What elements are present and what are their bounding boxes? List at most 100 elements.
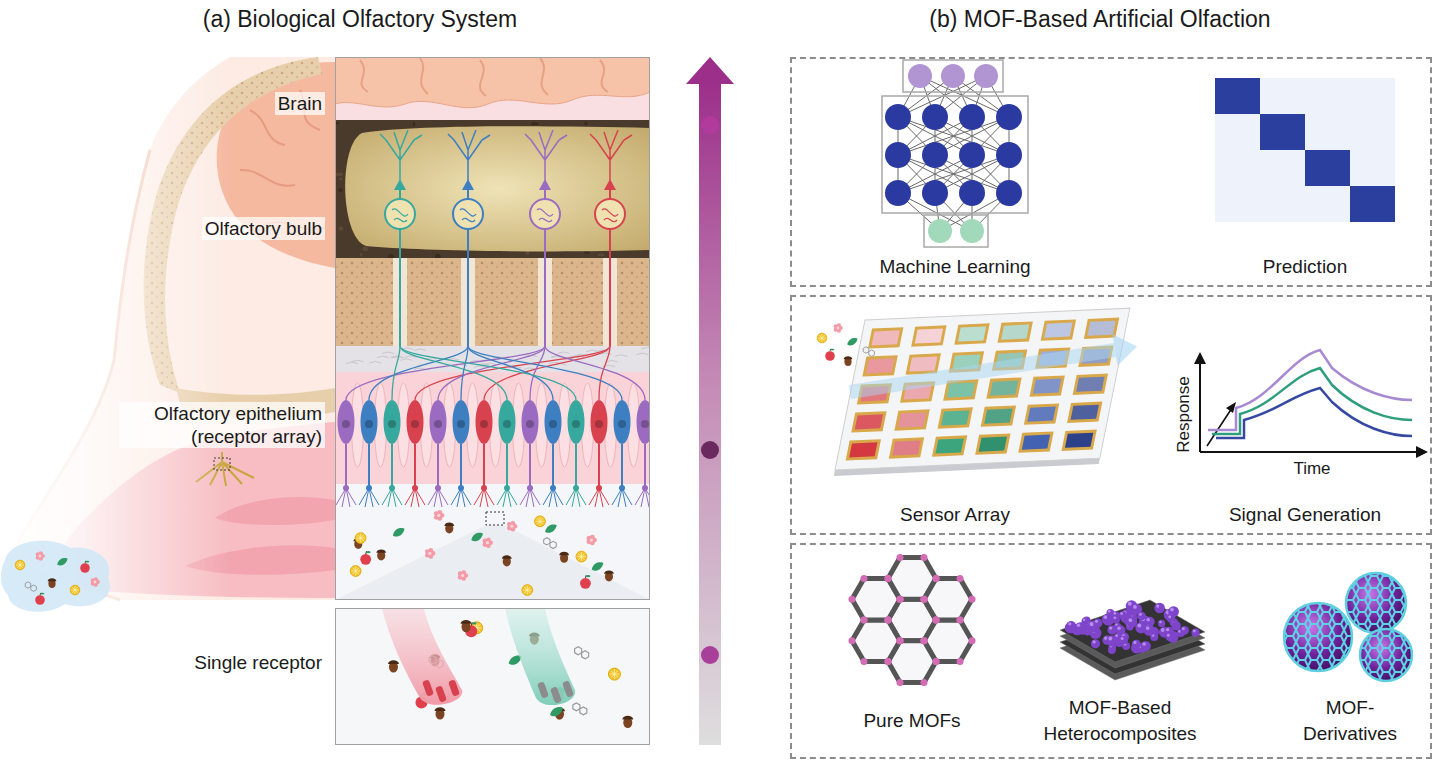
art-path — [559, 552, 569, 555]
neural-network-icon — [882, 60, 1028, 247]
art-circle — [1095, 620, 1098, 623]
art-circle — [1161, 628, 1165, 632]
odor-molecule — [550, 707, 563, 716]
art-circle — [884, 658, 891, 665]
art-path — [484, 346, 610, 400]
art-rect — [1027, 407, 1055, 422]
art-path — [400, 346, 576, 400]
art-circle — [1360, 629, 1412, 681]
art-rect — [1024, 403, 1059, 424]
art-circle — [1167, 614, 1175, 622]
odor-molecule — [622, 716, 633, 728]
art-circle — [933, 658, 940, 665]
art-circle — [1193, 630, 1196, 633]
art-circle — [1191, 629, 1199, 637]
art-circle — [885, 142, 911, 168]
art-circle — [70, 585, 80, 595]
art-rect — [984, 409, 1012, 424]
art-circle — [1284, 603, 1352, 671]
art-path — [502, 555, 512, 558]
art-rect — [1065, 433, 1093, 448]
art-path — [474, 488, 494, 507]
art-polygon — [1060, 600, 1205, 662]
art-circle — [15, 560, 25, 570]
art-rect — [1071, 405, 1099, 420]
art-circle — [1108, 637, 1112, 641]
odor-molecule — [48, 578, 57, 588]
art-circle — [1144, 625, 1155, 636]
art-rect — [892, 440, 920, 455]
art-path — [444, 523, 454, 526]
odor-molecule — [434, 510, 444, 521]
art-path — [382, 609, 462, 705]
art-rect — [958, 326, 986, 341]
panel-border — [336, 58, 650, 600]
art-circle — [1141, 641, 1151, 651]
art-line — [898, 155, 1009, 193]
art-circle — [1284, 603, 1352, 671]
art-path — [1212, 368, 1412, 434]
art-circle — [1066, 621, 1075, 630]
art-rect — [938, 407, 973, 428]
art-circle — [884, 616, 891, 623]
art-line — [506, 444, 508, 488]
odor-molecule — [535, 516, 546, 527]
odor-molecule — [435, 707, 446, 719]
art-path — [435, 707, 446, 711]
art-circle — [1106, 635, 1117, 646]
art-path — [545, 346, 645, 400]
art-ellipse — [522, 400, 539, 444]
art-path — [451, 488, 471, 507]
art-circle — [817, 333, 827, 343]
art-circle — [1113, 616, 1116, 619]
art-path — [525, 130, 567, 180]
art-path — [599, 346, 610, 400]
receptor-neuron — [468, 346, 563, 507]
art-circle — [1155, 603, 1165, 613]
art-circle — [1119, 636, 1128, 645]
art-line — [391, 444, 393, 488]
art-line — [609, 229, 611, 346]
art-ellipse — [336, 172, 343, 176]
art-path — [388, 660, 399, 664]
art-circle — [1083, 618, 1086, 621]
art-rect — [898, 412, 926, 427]
art-ellipse — [430, 400, 447, 444]
art-circle — [1121, 637, 1124, 640]
art-circle — [39, 555, 42, 558]
axis-label: Response — [1173, 360, 1194, 470]
art-rect — [335, 484, 650, 600]
art-line — [414, 444, 416, 488]
art-circle — [434, 420, 442, 428]
art-circle — [969, 596, 976, 603]
art-circle — [437, 514, 440, 517]
receptor-neuron — [428, 346, 545, 507]
art-rect — [924, 215, 988, 247]
art-rect — [422, 679, 434, 696]
art-path — [604, 179, 616, 190]
art-circle — [1182, 627, 1185, 630]
panel-heading: (a) Biological Olfactory System — [140, 5, 580, 33]
art-line — [399, 190, 401, 199]
art-circle — [1346, 573, 1406, 633]
sensor-array-chip — [834, 308, 1130, 476]
art-rect — [1215, 78, 1395, 222]
art-circle — [1142, 642, 1146, 646]
art-circle — [94, 581, 97, 584]
art-circle — [1077, 624, 1081, 628]
odor-molecule — [15, 560, 25, 570]
art-circle — [996, 142, 1022, 168]
receptor-neuron — [520, 346, 545, 507]
caption: Sensor Array — [840, 502, 1070, 528]
art-circle — [701, 441, 719, 459]
art-rect — [855, 414, 883, 429]
art-circle — [897, 596, 904, 603]
art-circle — [1133, 605, 1137, 609]
axis-label: Time — [1272, 458, 1352, 479]
art-ellipse — [40, 593, 44, 595]
odor-molecule — [587, 535, 597, 546]
art-circle — [1103, 615, 1107, 619]
art-rect — [979, 437, 1007, 452]
art-rect — [862, 355, 897, 376]
